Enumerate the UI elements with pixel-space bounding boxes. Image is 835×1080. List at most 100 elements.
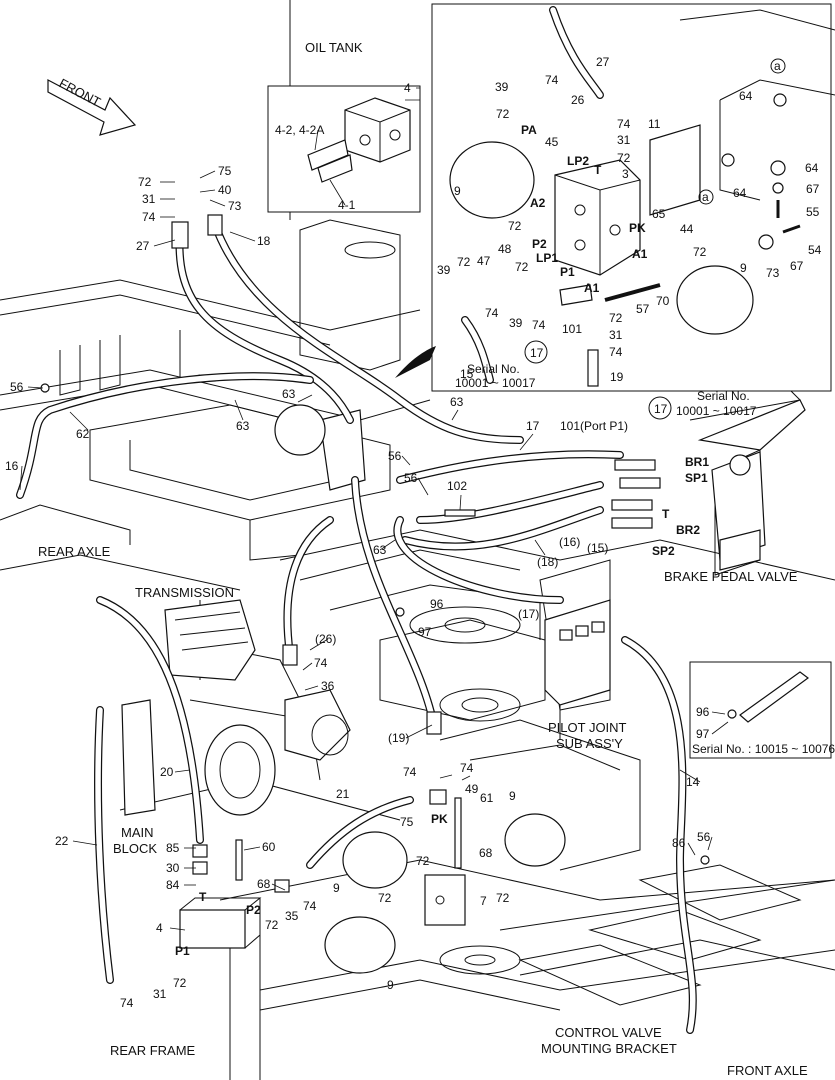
callout-57: 57	[636, 302, 650, 316]
callout-15: (15)	[587, 541, 608, 555]
port-a2: A2	[530, 196, 546, 210]
callout-75: 75	[218, 164, 232, 178]
port-a1-right: A1	[632, 247, 648, 261]
callout-74: 74	[460, 761, 474, 775]
callout-19: 19	[610, 370, 624, 384]
callout-9: 9	[509, 789, 516, 803]
callout-60: 60	[262, 840, 276, 854]
callout-27: 27	[136, 239, 150, 253]
callout-72: 72	[265, 918, 279, 932]
callout-4-1: 4-1	[338, 198, 356, 212]
caption-transmission: TRANSMISSION	[135, 585, 234, 600]
callout-44: 44	[680, 222, 694, 236]
hoses	[16, 221, 697, 1034]
caption-oil-tank: OIL TANK	[305, 40, 363, 55]
callout-45: 45	[545, 135, 559, 149]
callout-72: 72	[609, 311, 623, 325]
accumulators	[274, 404, 566, 974]
circle-a1: a	[774, 59, 781, 73]
callout-31: 31	[617, 133, 631, 147]
caption-main: MAIN	[121, 825, 154, 840]
callout-74: 74	[617, 117, 631, 131]
callout-74: 74	[314, 656, 328, 670]
captions: OIL TANK FRONT REAR AXLE TRANSMISSION MA…	[38, 40, 835, 1078]
callout-9: 9	[333, 881, 340, 895]
callout-64: 64	[733, 186, 747, 200]
port-p2-inset: P2	[532, 237, 547, 251]
circle-17b: 17	[654, 402, 668, 416]
callout-63: 63	[282, 387, 296, 401]
fittings	[40, 214, 710, 893]
callout-26: 26	[571, 93, 585, 107]
callout-86: 86	[672, 836, 686, 850]
port-pa: PA	[521, 123, 537, 137]
callout-56: 56	[388, 449, 402, 463]
port-a1-low: A1	[584, 281, 600, 295]
callout-9: 9	[454, 184, 461, 198]
caption-serial-top-right: Serial No.	[697, 389, 750, 403]
port-t-top: T	[594, 163, 602, 177]
callout-64: 64	[739, 89, 753, 103]
callout-21: 21	[336, 787, 350, 801]
callout-70: 70	[656, 294, 670, 308]
callout-31: 31	[153, 987, 167, 1001]
callout-74: 74	[403, 765, 417, 779]
callout-17: (17)	[518, 607, 539, 621]
callout-30: 30	[166, 861, 180, 875]
callout-47: 47	[477, 254, 491, 268]
front-arrow	[47, 79, 137, 136]
callout-16: (16)	[559, 535, 580, 549]
port-p1-inset: P1	[560, 265, 575, 279]
caption-front-axle: FRONT AXLE	[727, 1063, 808, 1078]
callout-39: 39	[495, 80, 509, 94]
port-t-main: T	[199, 890, 207, 904]
port-pk-main: PK	[431, 812, 448, 826]
callout-63: 63	[450, 395, 464, 409]
callout-62: 62	[76, 427, 90, 441]
callout-72: 72	[617, 151, 631, 165]
callout-20: 20	[160, 765, 174, 779]
callout-9: 9	[387, 978, 394, 992]
callout-31: 31	[142, 192, 156, 206]
callout-65: 65	[652, 207, 666, 221]
callout-26: (26)	[315, 632, 336, 646]
port-t-right: T	[662, 507, 670, 521]
callout-63: 63	[236, 419, 250, 433]
caption-pilot-joint: PILOT JOINT	[548, 720, 627, 735]
callout-56: 56	[404, 471, 418, 485]
port-br2: BR2	[676, 523, 700, 537]
port-labels: PA LP2 T A2 PK P2 LP1 A1 P1 A1 BR1 SP1 T…	[175, 123, 709, 958]
callout-72: 72	[515, 260, 529, 274]
port-p2-main: P2	[246, 903, 261, 917]
callout-68: 68	[257, 877, 271, 891]
caption-sub-assy: SUB ASS'Y	[556, 736, 623, 751]
port-sp2: SP2	[652, 544, 675, 558]
callout-39: 39	[437, 263, 451, 277]
callout-31: 31	[609, 328, 623, 342]
callout-68: 68	[479, 846, 493, 860]
callout-72: 72	[378, 891, 392, 905]
part-callouts: 4 4-2, 4-2A 4-1 27 39 74 26 72 45 74 31 …	[5, 55, 822, 1010]
callout-4: 4	[156, 921, 163, 935]
callout-35: 35	[285, 909, 299, 923]
callout-97: 97	[418, 625, 432, 639]
callout-16: 16	[5, 459, 19, 473]
callout-27: 27	[596, 55, 610, 69]
port-lp1: LP1	[536, 251, 558, 265]
callout-84: 84	[166, 878, 180, 892]
caption-serial-inset: Serial No.	[467, 362, 520, 376]
callout-72: 72	[416, 854, 430, 868]
leader-lines	[19, 87, 729, 931]
inset-detail-3	[395, 3, 835, 392]
callout-96: 96	[430, 597, 444, 611]
callout-74: 74	[120, 996, 134, 1010]
callout-101: 101	[562, 322, 582, 336]
callout-72: 72	[496, 891, 510, 905]
callout-64: 64	[805, 161, 819, 175]
callout-74: 74	[485, 306, 499, 320]
callout-74: 74	[545, 73, 559, 87]
callout-61: 61	[480, 791, 494, 805]
caption-port-p1: 101(Port P1)	[560, 419, 628, 433]
